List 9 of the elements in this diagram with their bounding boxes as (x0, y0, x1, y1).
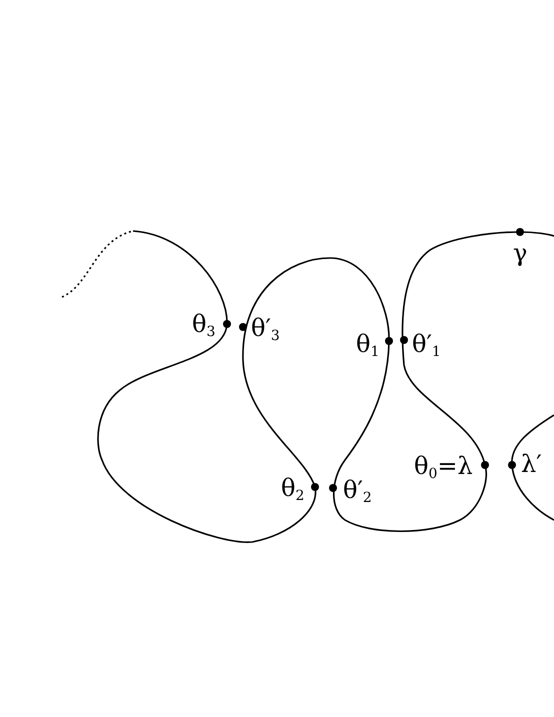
point-label: θ$_{0}$=λ (414, 454, 473, 481)
point-label: θ$_{2}$ (281, 476, 304, 503)
point-label: θ$_{3}$ (192, 312, 216, 339)
point-label: λ′ (521, 452, 542, 476)
point-label: θ$_{1}$ (356, 332, 380, 359)
point-label: θ′$_{2}$ (343, 478, 372, 505)
point-label: θ′$_{3}$ (251, 316, 280, 343)
point-label: γ (513, 241, 528, 265)
point-label: θ′$_{1}$ (412, 332, 441, 359)
